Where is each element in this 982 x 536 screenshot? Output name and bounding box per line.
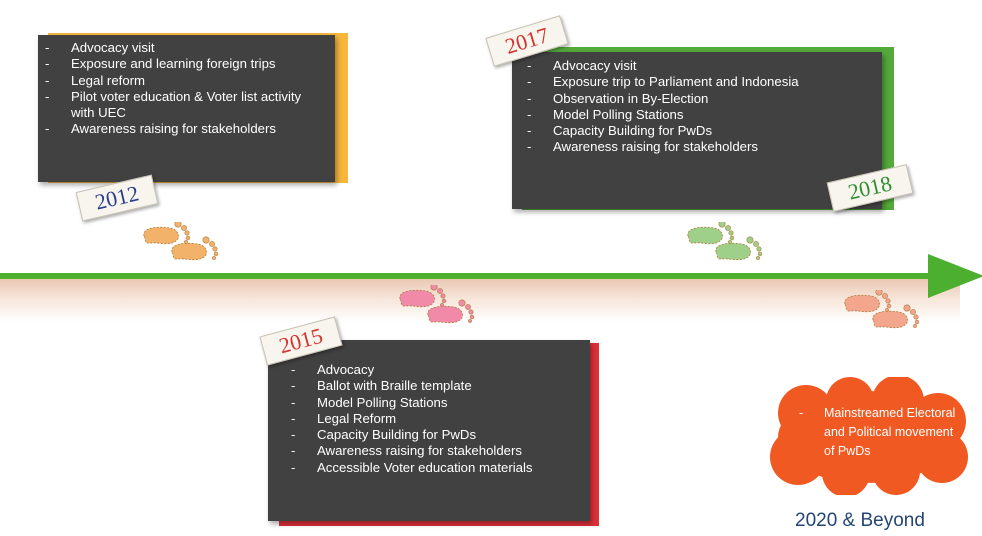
list-item: Capacity Building for PwDs <box>288 427 533 444</box>
list-item: Pilot voter education & Voter list activ… <box>42 89 301 106</box>
list-item: Advocacy visit <box>524 58 799 75</box>
foot <box>715 236 763 261</box>
foot <box>687 222 735 245</box>
list-item: Awareness raising for stakeholders <box>524 139 799 156</box>
future-text: Mainstreamed Electoral and Political mov… <box>796 404 966 461</box>
footprints-pink-icon <box>399 285 475 324</box>
footprints-green-icon <box>687 222 763 261</box>
list-item: Ballot with Braille template <box>288 378 533 395</box>
foot <box>399 285 447 308</box>
foot <box>427 299 475 324</box>
foot <box>171 236 219 261</box>
list-item: Observation in By-Election <box>524 91 799 108</box>
list-item: Capacity Building for PwDs <box>524 123 799 140</box>
foot <box>872 304 920 329</box>
foot <box>143 222 191 245</box>
footprints-salmon-icon <box>844 290 920 329</box>
list-item: Accessible Voter education materials <box>288 460 533 477</box>
list-item: Exposure and learning foreign trips <box>42 56 301 73</box>
list-item: Legal reform <box>42 73 301 90</box>
list-item: Exposure trip to Parliament and Indonesi… <box>524 74 799 91</box>
year-2012-label: 2012 <box>92 180 142 215</box>
list-item: with UEC <box>71 105 126 121</box>
list-item: Model Polling Stations <box>524 107 799 124</box>
year-2018-label: 2018 <box>845 170 895 205</box>
list-item: Advocacy <box>288 362 533 379</box>
list-item: Legal Reform <box>288 411 533 428</box>
timeline-arrow-head <box>928 254 982 298</box>
list-item: Awareness raising for stakeholders <box>288 443 533 460</box>
list-item: Mainstreamed Electoral and Political mov… <box>796 404 966 461</box>
panel-2012: Advocacy visitExposure and learning fore… <box>38 35 335 182</box>
list-item: Advocacy visit <box>42 40 301 57</box>
list-2015: AdvocacyBallot with Braille templateMode… <box>288 362 533 476</box>
foot <box>844 290 892 313</box>
list-item: Awareness raising for stakeholders <box>42 121 301 138</box>
future-label: 2020 & Beyond <box>795 510 925 531</box>
panel-2015: AdvocacyBallot with Braille templateMode… <box>268 340 590 521</box>
timeline-band <box>0 278 960 322</box>
list-2012: Advocacy visitExposure and learning fore… <box>42 40 301 138</box>
list-item: Model Polling Stations <box>288 395 533 412</box>
footprints-orange-icon <box>143 222 219 261</box>
list-2017: Advocacy visitExposure trip to Parliamen… <box>524 58 799 156</box>
panel-2017: Advocacy visitExposure trip to Parliamen… <box>512 52 882 209</box>
list-future: Mainstreamed Electoral and Political mov… <box>796 404 966 461</box>
timeline-arrow-line <box>0 273 935 279</box>
